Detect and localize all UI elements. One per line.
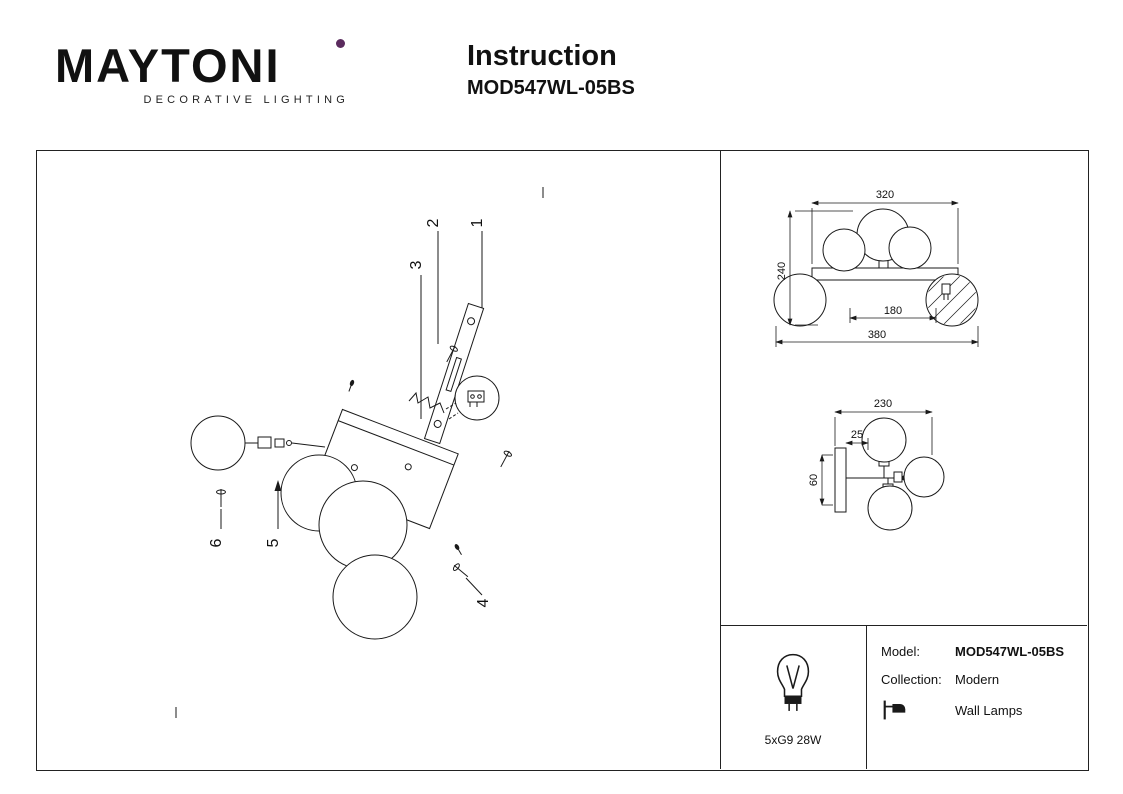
- collection-label: Collection:: [881, 671, 942, 687]
- glass-globes: [280, 454, 418, 640]
- terminal-detail-circle: [445, 375, 500, 421]
- wall-lamp-icon: [883, 700, 906, 720]
- bulb-spec-label: 5xG9 28W: [764, 732, 822, 747]
- callout-3: 3: [408, 260, 425, 269]
- screw-icon: [446, 345, 458, 363]
- model-label: Model:: [881, 643, 921, 659]
- callout-2: 2: [425, 218, 442, 227]
- small-screw-icon: [454, 544, 462, 556]
- dim-width-inner: 180: [884, 305, 902, 317]
- content-frame: [36, 150, 1089, 771]
- side-view-dimensions: [819, 409, 933, 506]
- collection-row: Collection: Modern: [881, 670, 1085, 688]
- exploded-assembly-diagram: 1 2 3 4 5 6: [175, 187, 544, 718]
- side-view-drawing: [834, 417, 945, 531]
- dim-height: 240: [776, 262, 788, 280]
- exploded-view-drawing: [175, 187, 544, 718]
- maytoni-logo: MAYTONI DECORATIVE LIGHTING: [55, 39, 349, 106]
- dim-width-total: 380: [868, 329, 886, 341]
- dim-side-depth: 25: [851, 429, 863, 441]
- category-row: Wall Lamps: [881, 698, 1085, 722]
- mounting-bracket: [423, 302, 485, 445]
- spec-divider-horizontal: [720, 625, 1087, 626]
- bulb-icon: [776, 653, 810, 711]
- small-screw-icon: [348, 379, 355, 392]
- logo-dot-icon: [336, 39, 345, 48]
- bulb-spec-panel: 5xG9 28W: [721, 626, 865, 768]
- front-view-dimensions: [775, 200, 979, 347]
- spec-divider-vertical: [866, 625, 867, 769]
- screw-icon: [500, 450, 512, 468]
- logo-wordmark: MAYTONI: [55, 39, 281, 92]
- collection-value: Modern: [955, 671, 1000, 687]
- dim-width-top: 320: [876, 189, 894, 201]
- dim-side-height: 60: [808, 474, 820, 486]
- model-value: MOD547WL-05BS: [955, 643, 1065, 659]
- category-value: Wall Lamps: [955, 702, 1023, 718]
- screw-icon: [216, 489, 226, 507]
- title-block: Instruction MOD547WL-05BS: [467, 40, 635, 100]
- page-title: Instruction: [467, 40, 617, 72]
- model-number: MOD547WL-05BS: [467, 77, 635, 99]
- front-view-drawing: [773, 208, 979, 327]
- model-row: Model: MOD547WL-05BS: [881, 642, 1085, 660]
- screw-icon: [452, 563, 469, 578]
- exploded-globe-socket: [190, 415, 326, 471]
- logo-subtitle: DECORATIVE LIGHTING: [143, 94, 349, 106]
- dim-side-width: 230: [874, 398, 892, 410]
- callout-6: 6: [208, 538, 225, 547]
- dimension-views: 320 240 180 380: [773, 189, 979, 531]
- product-info-panel: Model: MOD547WL-05BS Collection: Modern …: [867, 626, 1085, 768]
- callout-5: 5: [265, 538, 282, 547]
- callout-1: 1: [469, 218, 486, 227]
- callout-4: 4: [475, 598, 492, 607]
- column-divider: [720, 150, 721, 769]
